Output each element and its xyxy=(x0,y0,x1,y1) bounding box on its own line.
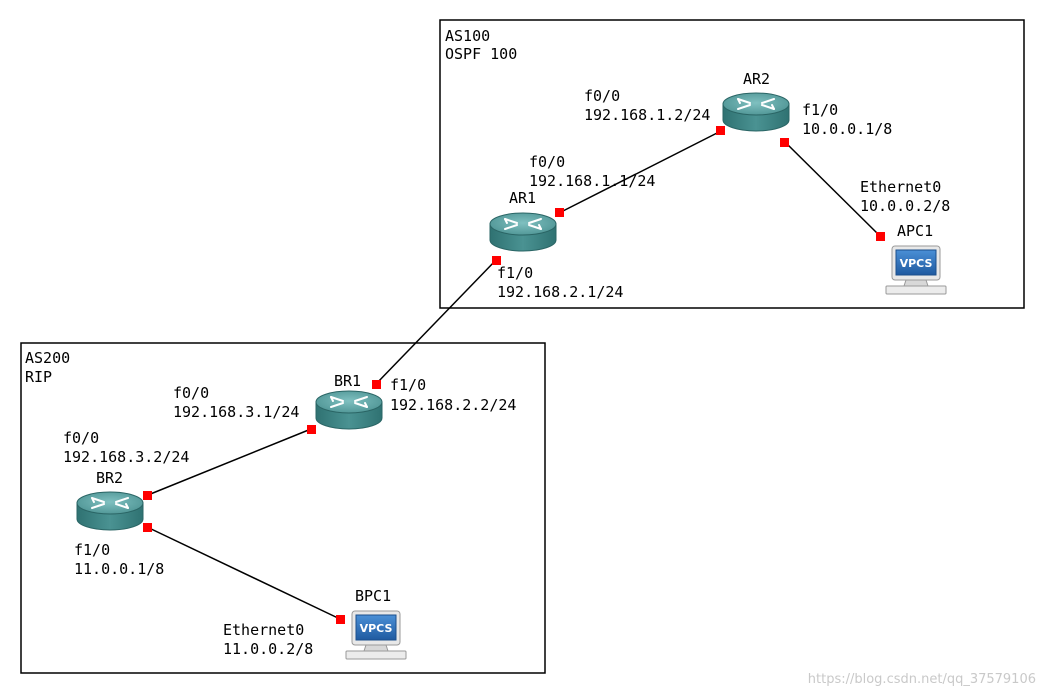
area-as100-frame xyxy=(439,19,1025,309)
if-apc1-eth0-ip: 10.0.0.2/8 xyxy=(860,197,950,215)
interface-labels: f0/0 192.168.1.2/24 f1/0 10.0.0.1/8 f0/0… xyxy=(63,87,950,658)
if-br1-f00-ip: 192.168.3.1/24 xyxy=(173,403,299,421)
if-ar2-f00-ip: 192.168.1.2/24 xyxy=(584,106,710,124)
area-as100-protocol: OSPF 100 xyxy=(445,45,517,63)
if-ar2-f10-ip: 10.0.0.1/8 xyxy=(802,120,892,138)
if-ar2-f10-port: f1/0 xyxy=(802,101,838,119)
port-br1-f1-0[interactable] xyxy=(372,380,381,389)
links xyxy=(146,130,881,620)
if-br2-f10-ip: 11.0.0.1/8 xyxy=(74,560,164,578)
router-br1[interactable] xyxy=(315,390,383,430)
if-br1-f00-port: f0/0 xyxy=(173,384,209,402)
if-ar1-f10-ip: 192.168.2.1/24 xyxy=(497,283,623,301)
router-br1-label: BR1 xyxy=(334,372,361,390)
port-ar2-f0-0[interactable] xyxy=(716,126,725,135)
port-br2-f1-0[interactable] xyxy=(143,523,152,532)
port-bpc1-eth0[interactable] xyxy=(336,615,345,624)
link-ar1-ar2[interactable] xyxy=(558,130,722,214)
vpcs-bpc1-label: BPC1 xyxy=(355,587,391,605)
if-br1-f10-port: f1/0 xyxy=(390,376,426,394)
router-icon xyxy=(489,212,557,252)
if-br2-f00-port: f0/0 xyxy=(63,429,99,447)
if-bpc1-eth0-ip: 11.0.0.2/8 xyxy=(223,640,313,658)
port-ar1-f1-0[interactable] xyxy=(492,256,501,265)
watermark: https://blog.csdn.net/qq_37579106 xyxy=(808,672,1036,687)
if-ar1-f00-ip: 192.168.1.1/24 xyxy=(529,172,655,190)
port-ar2-f1-0[interactable] xyxy=(780,138,789,147)
link-br2-bpc1[interactable] xyxy=(146,526,341,620)
router-ar2-label: AR2 xyxy=(743,70,770,88)
port-ar1-f0-0[interactable] xyxy=(555,208,564,217)
if-ar1-f00-port: f0/0 xyxy=(529,153,565,171)
if-br2-f10-port: f1/0 xyxy=(74,541,110,559)
port-br1-f0-0[interactable] xyxy=(307,425,316,434)
area-as100-title: AS100 xyxy=(445,27,490,45)
router-br2-label: BR2 xyxy=(96,469,123,487)
if-br1-f10-ip: 192.168.2.2/24 xyxy=(390,396,516,414)
if-ar2-f00-port: f0/0 xyxy=(584,87,620,105)
area-as100: AS100 OSPF 100 xyxy=(439,19,1025,309)
router-ar1[interactable] xyxy=(489,212,557,252)
vpcs-badge: VPCS xyxy=(360,622,393,635)
link-ar2-apc1[interactable] xyxy=(784,141,881,237)
if-br2-f00-ip: 192.168.3.2/24 xyxy=(63,448,189,466)
vpcs-apc1-label: APC1 xyxy=(897,222,933,240)
vpcs-apc1[interactable]: VPCS xyxy=(885,245,947,295)
area-as200-title: AS200 xyxy=(25,349,70,367)
area-as200-protocol: RIP xyxy=(25,368,52,386)
port-br2-f0-0[interactable] xyxy=(143,491,152,500)
port-apc1-eth0[interactable] xyxy=(876,232,885,241)
link-br1-br2[interactable] xyxy=(147,428,312,496)
link-ar1-br1[interactable] xyxy=(375,259,497,385)
vpcs-badge: VPCS xyxy=(900,257,933,270)
computer-icon xyxy=(345,610,407,660)
computer-icon xyxy=(885,245,947,295)
port-markers xyxy=(143,126,885,624)
vpcs-bpc1[interactable]: VPCS xyxy=(345,610,407,660)
router-ar2[interactable] xyxy=(722,92,790,132)
area-as200-frame xyxy=(20,342,546,674)
router-br2[interactable] xyxy=(76,491,144,531)
router-icon xyxy=(76,491,144,531)
if-bpc1-eth0-port: Ethernet0 xyxy=(223,621,304,639)
if-ar1-f10-port: f1/0 xyxy=(497,264,533,282)
if-apc1-eth0-port: Ethernet0 xyxy=(860,178,941,196)
router-icon xyxy=(722,92,790,132)
router-ar1-label: AR1 xyxy=(509,189,536,207)
router-icon xyxy=(315,390,383,430)
area-as200: AS200 RIP xyxy=(20,342,546,674)
